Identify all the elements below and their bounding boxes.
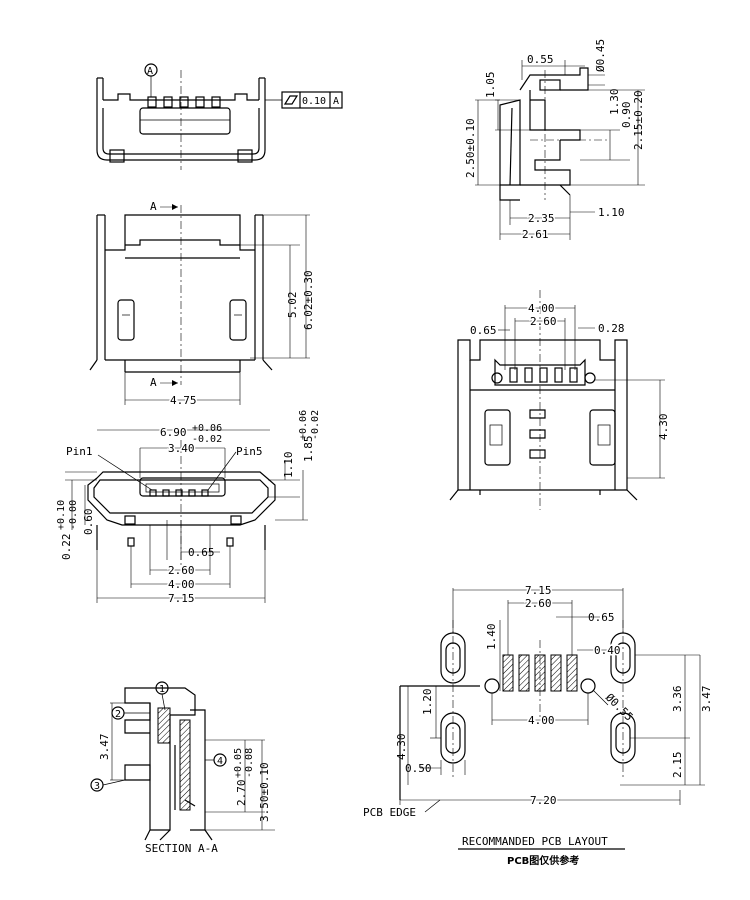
flatness-tol: 0.10 (302, 96, 326, 107)
side-dim-110: 1.10 (598, 206, 625, 219)
pcb-edge-label: PCB EDGE (363, 806, 416, 819)
pcb-dim-430: 4.30 (395, 734, 408, 761)
section-view: 1 2 3 4 3.47 2.70 +0.05 -0.08 3.50±0.10 … (90, 681, 275, 855)
dim-340: 3.40 (168, 442, 195, 455)
callout-1: 1 (159, 684, 165, 695)
section-label-top: A (150, 200, 157, 213)
pcb-dim-215: 2.15 (671, 752, 684, 779)
iso-dim-065: 0.65 (470, 324, 497, 337)
pcb-dim-336: 3.36 (671, 686, 684, 713)
dim-260: 2.60 (168, 564, 195, 577)
pin5-label: Pin5 (236, 445, 263, 458)
dim-270: 2.70 (235, 780, 248, 807)
top-view: A A 5.02 6.02±0.30 4.75 (89, 200, 315, 409)
pcb-dim-120: 1.20 (421, 689, 434, 716)
pcb-dim-055: Ø0.55 (603, 691, 636, 724)
pcb-dim-050: 0.50 (405, 762, 432, 775)
dim-400: 4.00 (168, 578, 195, 591)
dim-690-minus: -0.02 (192, 434, 222, 445)
side-dim-105: 1.05 (484, 72, 497, 99)
callout-3: 3 (94, 781, 100, 792)
pcb-dim-347: 3.47 (700, 686, 713, 713)
dim-690-plus: +0.06 (192, 423, 222, 434)
dim-width: 4.75 (170, 394, 197, 407)
pin1-label: Pin1 (66, 445, 93, 458)
dim-022: 0.22 (60, 534, 73, 561)
side-dim-045: Ø0.45 (594, 39, 607, 72)
dim-715: 7.15 (168, 592, 195, 605)
pcb-dim-400: 4.00 (528, 714, 555, 727)
dim-347-sec: 3.47 (98, 734, 111, 761)
side-dim-250: 2.50±0.10 (464, 118, 477, 178)
dim-022-minus: -0.00 (68, 500, 79, 530)
section-label-bottom: A (150, 376, 157, 389)
pcb-dim-720: 7.20 (530, 794, 557, 807)
pcb-layout: 7.15 2.60 0.65 1.40 0.40 1.20 4.00 Ø0.55… (363, 583, 713, 868)
iso-dim-400: 4.00 (528, 302, 555, 315)
section-label: SECTION A-A (145, 842, 218, 855)
side-view: 0.55 Ø0.45 1.05 2.50±0.10 1.30 0.90 2.15… (464, 39, 645, 243)
datum-ref: A (147, 66, 153, 77)
dim-185-plus: +0.06 (298, 410, 309, 440)
dim-inner-height: 5.02 (286, 292, 299, 319)
dim-270-plus: +0.05 (233, 748, 244, 778)
side-dim-261: 2.61 (522, 228, 549, 241)
side-dim-090: 0.90 (620, 102, 633, 129)
side-dim-130: 1.30 (608, 89, 621, 116)
dim-185-minus: -0.02 (310, 410, 321, 440)
iso-dim-260: 2.60 (530, 315, 557, 328)
dim-022-plus: +0.10 (56, 500, 67, 530)
bottom-view: 6.90 +0.06 -0.02 3.40 Pin1 Pin5 1.10 1.8… (56, 410, 321, 607)
iso-dim-028: 0.28 (598, 322, 625, 335)
dim-270-minus: -0.08 (244, 748, 255, 778)
dim-185: 1.85 (302, 436, 315, 463)
dim-110: 1.10 (282, 452, 295, 479)
callout-2: 2 (115, 709, 121, 720)
pcb-dim-040: 0.40 (594, 644, 621, 657)
side-dim-235: 2.35 (528, 212, 555, 225)
pcb-dim-140: 1.40 (485, 624, 498, 651)
dim-total-height: 6.02±0.30 (302, 270, 315, 330)
side-dim-215: 2.15±0.20 (632, 90, 645, 150)
pcb-title: RECOMMANDED PCB LAYOUT (462, 835, 608, 848)
pcb-dim-065: 0.65 (588, 611, 615, 624)
pcb-dim-260: 2.60 (525, 597, 552, 610)
dim-350: 3.50±0.10 (258, 762, 271, 822)
side-dim-055: 0.55 (527, 53, 554, 66)
callout-4: 4 (217, 756, 223, 767)
dim-690: 6.90 (160, 426, 187, 439)
dim-060: 0.60 (82, 509, 95, 536)
front-view: A 0.10 A (96, 63, 343, 170)
iso-dim-430: 4.30 (657, 414, 670, 441)
pcb-subtitle: PCB图仅供参考 (507, 854, 579, 867)
pcb-dim-715: 7.15 (525, 584, 552, 597)
dim-065: 0.65 (188, 546, 215, 559)
flatness-datum: A (333, 96, 339, 107)
iso-view: 4.00 2.60 0.65 0.28 4.30 (449, 290, 670, 510)
